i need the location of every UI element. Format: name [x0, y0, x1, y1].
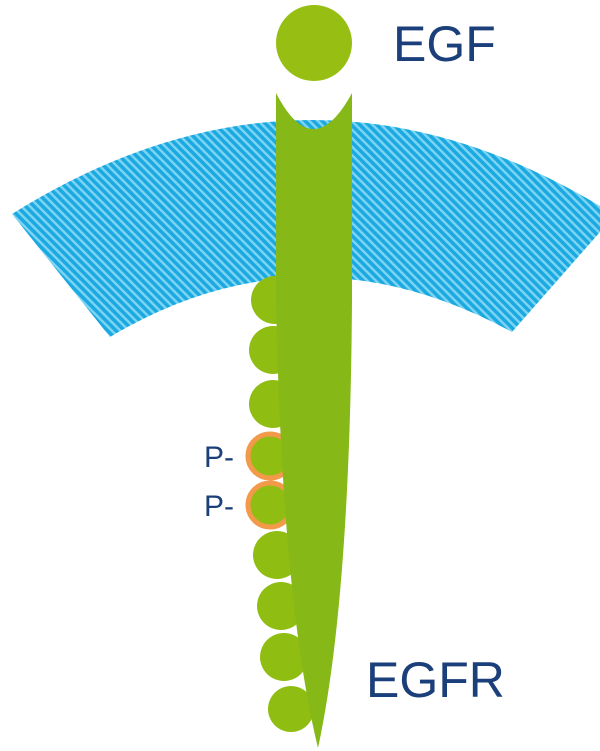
phospho-label: P-: [204, 490, 234, 523]
egf-label: EGF: [393, 16, 496, 72]
phospho-label: P-: [204, 441, 234, 474]
egf-ligand: [276, 5, 352, 81]
egfr-label: EGFR: [366, 652, 505, 708]
